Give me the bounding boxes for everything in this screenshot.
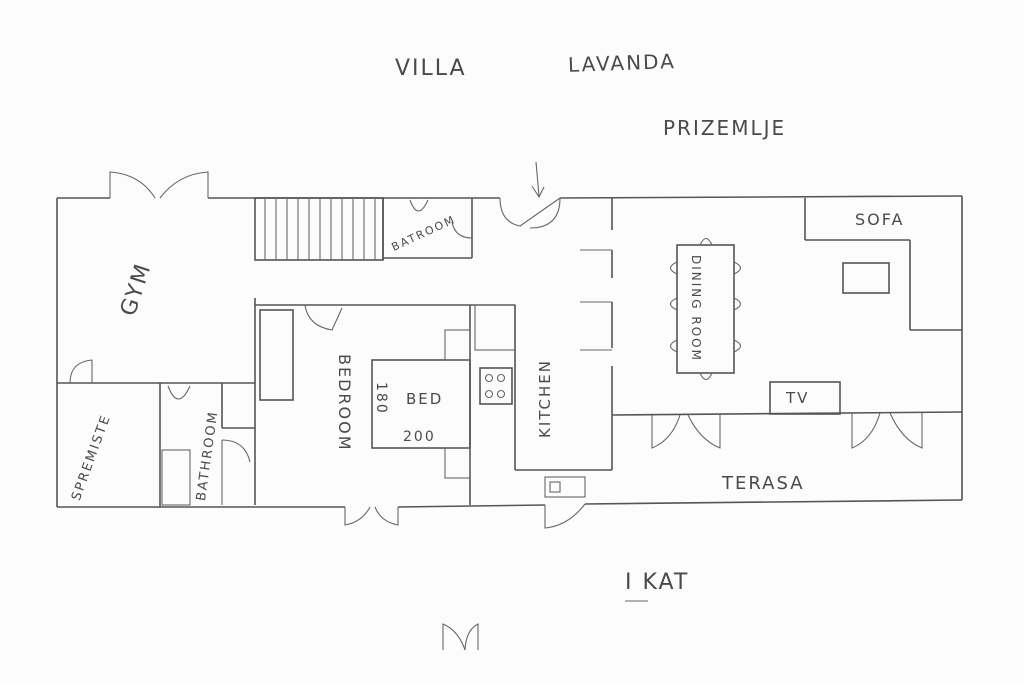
terrace-doors xyxy=(651,412,923,449)
room-label-bed: BED xyxy=(406,390,444,408)
bedroom-walls xyxy=(255,304,471,505)
kitchen-walls xyxy=(470,198,613,498)
staircase xyxy=(254,197,384,261)
bed-width-label: 180 xyxy=(373,382,389,415)
room-label-bedroom: BEDROOM xyxy=(335,354,354,452)
dining-table xyxy=(669,237,742,381)
room-label-tv: TV xyxy=(786,389,810,407)
outer-walls xyxy=(56,195,963,508)
entrance-door xyxy=(499,161,561,229)
top-double-door xyxy=(109,171,209,199)
floor-label-i-kat: I KAT xyxy=(625,570,690,595)
title-lavanda: LAVANDA xyxy=(567,49,677,77)
room-label-terasa: TERASA xyxy=(722,473,805,494)
room-label-kitchen: KITCHEN xyxy=(536,359,554,438)
living-area-walls xyxy=(611,198,963,416)
first-floor-door-sketch xyxy=(442,600,648,651)
room-label-dining: DINING ROOM xyxy=(689,255,703,362)
floor-label-prizemlje: PRIZEMLJE xyxy=(663,116,787,140)
bed-length-label: 200 xyxy=(403,429,436,445)
bathroom-bottom-walls xyxy=(159,383,256,507)
bottom-double-door xyxy=(344,503,586,529)
gym-walls xyxy=(57,298,256,384)
title-villa: VILLA xyxy=(395,56,467,81)
room-label-sofa: SOFA xyxy=(855,210,905,229)
bathroom-top-walls xyxy=(382,198,473,260)
